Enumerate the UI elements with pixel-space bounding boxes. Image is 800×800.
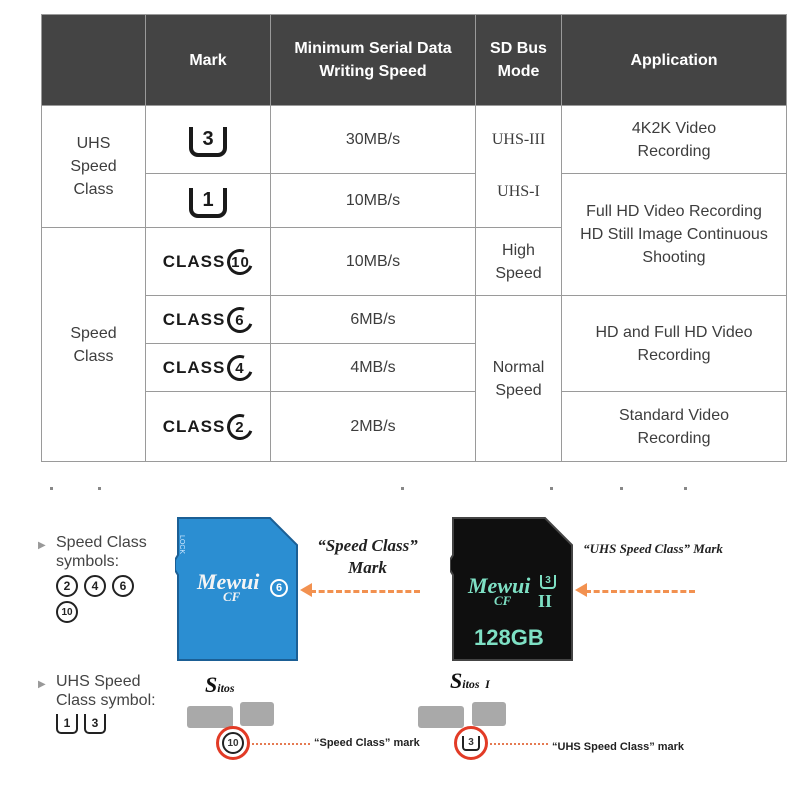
bullet-arrow-icon: ▶ <box>38 679 46 690</box>
camcorder-icon <box>418 706 464 728</box>
dotted-pointer <box>252 743 310 745</box>
bullet-arrow-icon: ▶ <box>38 540 46 551</box>
speed-class-6-icon: 6 <box>112 575 134 597</box>
header-bus-mode: SD Bus Mode <box>475 14 562 106</box>
separator-dot <box>550 487 553 490</box>
speed-cell: 10MB/s <box>270 227 476 296</box>
card-bus-label: II <box>538 591 553 611</box>
header-application: Application <box>561 14 787 106</box>
bus-uhs3: UHS-III <box>475 105 562 174</box>
card-brand: Mewui <box>197 569 260 594</box>
header-empty <box>41 14 146 106</box>
app-cell: 4K2K Video Recording <box>561 105 787 174</box>
bus-uhs1: UHS-I <box>475 173 562 228</box>
speed-symbol-row: 2 4 6 <box>56 575 166 597</box>
group-uhs-speed-class: UHS Speed Class <box>41 105 146 228</box>
separator-dot <box>98 487 101 490</box>
uhs-class-1-icon: 1 <box>56 714 78 734</box>
camera-icon <box>240 702 274 726</box>
speed-cell: 30MB/s <box>270 105 476 174</box>
card-capacity: 128GB <box>474 625 544 650</box>
arrowhead-icon <box>575 583 587 597</box>
speed-class-mark-label: “Speed Class” Mark <box>317 536 418 577</box>
bottom-uhs-3-icon: 3 <box>454 726 488 760</box>
sd-card-blue-shape <box>174 517 298 661</box>
app-cell: Full HD Video Recording HD Still Image C… <box>561 173 787 296</box>
dotted-pointer <box>490 743 548 745</box>
sd-card-uhs-class: Mewui CF 3 II 128GB <box>449 515 575 663</box>
card-sub: CF <box>494 593 512 608</box>
uhs-class-3-icon: 3 <box>84 714 106 734</box>
sdxc-logo-icon: Sitos I <box>450 668 490 693</box>
speed-cell: 6MB/s <box>270 295 476 344</box>
speed-symbol-row: 10 <box>56 601 166 623</box>
uhs-speed-class-bottom-label: “UHS Speed Class” mark <box>552 741 685 753</box>
arrow-to-left-card <box>310 590 420 593</box>
sd-speed-class-table: Mark Minimum Serial Data Writing Speed S… <box>41 14 787 462</box>
card-uhs-3-icon: 3 <box>540 575 556 589</box>
speed-cell: 4MB/s <box>270 343 476 392</box>
card-class-6-icon: 6 <box>270 579 288 597</box>
header-min-speed: Minimum Serial Data Writing Speed <box>270 14 476 106</box>
camera-icon <box>472 702 506 726</box>
speed-class-2-icon: 2 <box>56 575 78 597</box>
legend-label: Speed Class symbols: <box>56 534 147 570</box>
bus-high: High Speed <box>475 227 562 296</box>
camcorder-icon <box>187 706 233 728</box>
lock-label: LOCK <box>178 535 185 555</box>
mark-uhs-1: 1 <box>145 173 271 228</box>
separator-dot <box>620 487 623 490</box>
speed-cell: 10MB/s <box>270 173 476 228</box>
separator-dot <box>684 487 687 490</box>
bottom-class-10-icon: 10 <box>216 726 250 760</box>
uhs-symbol-row: 1 3 <box>56 714 166 734</box>
sd-logo-icon: Sitos <box>205 672 235 697</box>
header-mark: Mark <box>145 14 271 106</box>
speed-class-4-icon: 4 <box>84 575 106 597</box>
speed-cell: 2MB/s <box>270 391 476 462</box>
app-cell: Standard Video Recording <box>561 391 787 462</box>
sd-card-black-shape <box>449 517 573 661</box>
group-speed-class: Speed Class <box>41 227 146 462</box>
bus-normal: Normal Speed <box>475 295 562 462</box>
card-brand: Mewui <box>468 573 531 598</box>
sd-card-speed-class: LOCK Mewui CF 6 <box>174 515 300 663</box>
card-sub: CF <box>223 589 241 604</box>
legend-label: UHS Speed Class symbol: <box>56 673 156 709</box>
separator-dot <box>401 487 404 490</box>
mark-uhs-3: 3 <box>145 105 271 174</box>
speed-class-bottom-label: “Speed Class” mark <box>314 737 420 749</box>
separator-dot <box>50 487 53 490</box>
uhs-class-legend: ▶ UHS Speed Class symbol: 1 3 <box>38 672 166 734</box>
uhs-3-icon: 3 <box>189 126 227 157</box>
arrowhead-icon <box>300 583 312 597</box>
app-cell: HD and Full HD Video Recording <box>561 295 787 392</box>
uhs-1-icon: 1 <box>189 187 227 218</box>
speed-class-legend: ▶ Speed Class symbols: 2 4 6 10 <box>38 533 166 623</box>
speed-class-10-icon: 10 <box>56 601 78 623</box>
uhs-speed-class-mark-label: “UHS Speed Class” Mark <box>583 541 723 556</box>
arrow-to-right-card <box>585 590 695 593</box>
